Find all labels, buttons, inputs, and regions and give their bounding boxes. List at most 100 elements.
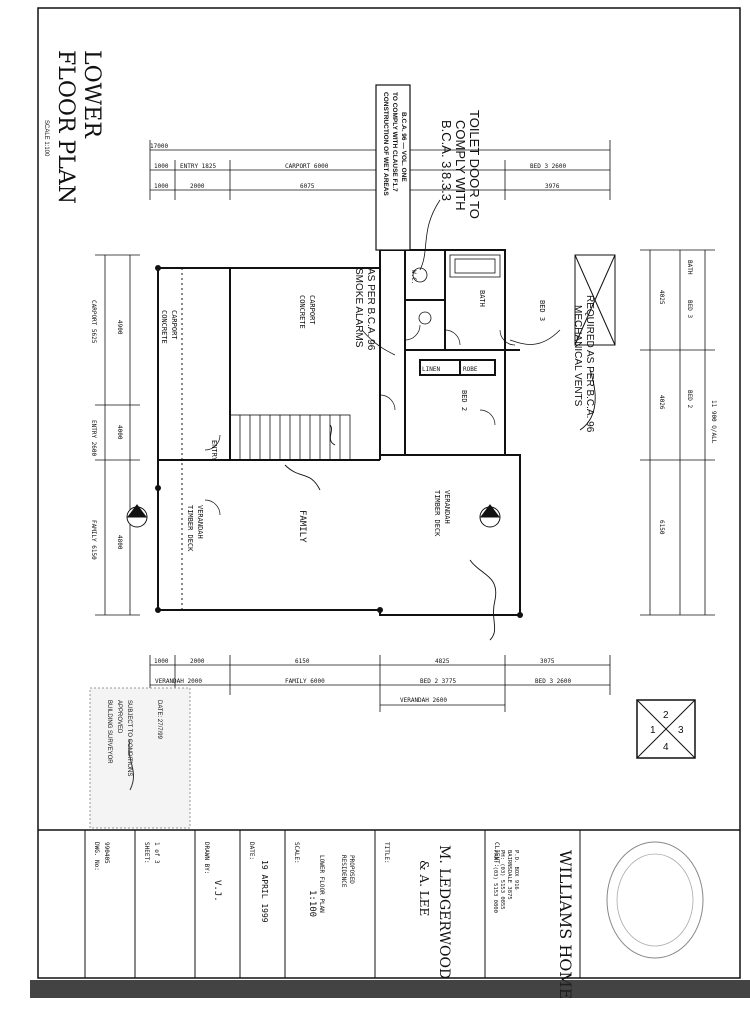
- tb-drawing-title: LOWER FLOOR PLAN: [318, 855, 325, 913]
- tb-dwg-label: DWG. No:: [93, 842, 100, 871]
- dim-left-3: FAMILY 6150: [90, 520, 97, 560]
- dim-top-sub-1: 1000: [154, 183, 169, 190]
- note-toilet-leader: [419, 199, 441, 271]
- svg-text:AS PER B.C.A. 96: AS PER B.C.A. 96: [365, 268, 376, 351]
- room-verandah2-sub: TIMBER DECK: [433, 490, 441, 537]
- tb-project-1: PROPOSED: [348, 855, 355, 884]
- room-verandah-sub: TIMBER DECK: [186, 505, 194, 552]
- bed3-roof-hatch: [574, 254, 616, 346]
- bath-fixtures: [412, 254, 501, 325]
- sheet-border: [37, 7, 741, 979]
- room-verandah-label: VERANDAH: [196, 505, 204, 539]
- dim-top-sub-4: 3976: [545, 183, 560, 190]
- dim-bottom-sub-4: BED 3 2600: [535, 678, 572, 685]
- dim-right-6: 6150: [658, 520, 665, 535]
- svg-text:SMOKE ALARMS: SMOKE ALARMS: [353, 268, 364, 348]
- title-block: SHEET: 1 of 3 DWG. No: 990405 DRAWN BY: …: [84, 830, 704, 1010]
- dim-right-4: 4025: [658, 290, 665, 305]
- tb-client-2: & A. LEE: [417, 860, 431, 916]
- tb-scale: 1:100: [307, 890, 317, 917]
- tb-date-label: DATE:: [248, 842, 255, 860]
- svg-text:DATE: 27/7/99: DATE: 27/7/99: [156, 700, 162, 740]
- dim-overall-top: 17000: [150, 143, 168, 150]
- note-wet-areas-box: CONSTRUCTION OF WET AREAS TO COMPLY WITH…: [375, 84, 411, 251]
- note-mech-leader: [509, 329, 561, 345]
- dim-bottom-seg-4: 4825: [435, 658, 450, 665]
- svg-text:4: 4: [663, 742, 669, 753]
- svg-text:SUBJECT TO CONDITIONS: SUBJECT TO CONDITIONS: [126, 700, 132, 776]
- dim-bottom-seg-1: 1000: [154, 658, 169, 665]
- right-dimension-lines: [640, 249, 715, 616]
- room-entry-label: ENTRY: [210, 440, 218, 462]
- dim-right-1: BATH: [686, 260, 693, 275]
- tb-title-label: TITLE:: [383, 842, 390, 864]
- svg-text:FLOOR PLAN: FLOOR PLAN: [53, 50, 78, 204]
- tb-address-1: P.O. BOX 916: [513, 850, 519, 890]
- svg-text:TOILET DOOR TO: TOILET DOOR TO: [467, 110, 482, 219]
- svg-text:TO COMPLY WITH CLAUSE F1.7: TO COMPLY WITH CLAUSE F1.7: [391, 92, 398, 192]
- tb-company: WILLIAMS HOMES: [556, 850, 575, 1010]
- plan-walls: [157, 249, 521, 616]
- company-seal-inner: [616, 853, 694, 947]
- room-carport2-sub: CONCRETE: [298, 295, 306, 329]
- dim-bottom-verandah: VERANDAH 2600: [400, 697, 447, 704]
- tb-drawn: V.J.: [212, 880, 222, 902]
- company-seal: [606, 841, 704, 959]
- dim-left-1: CARPORT 5625: [90, 300, 97, 344]
- sheet-title: LOWER FLOOR PLAN SCALE 1:100: [43, 50, 104, 204]
- dim-right-5: 4026: [658, 395, 665, 410]
- quadrant-key: 1 2 3 4: [636, 699, 696, 759]
- dim-top-seg-1: 1000: [154, 163, 169, 170]
- dim-left-5: 4000: [116, 425, 123, 440]
- svg-text:REQUIRED AS PER B.C.A. 96: REQUIRED AS PER B.C.A. 96: [584, 295, 595, 433]
- room-bed3-label: BED 3: [538, 300, 546, 321]
- svg-text:3: 3: [678, 725, 684, 736]
- tb-address-2: BAIRNSDALE 3875: [506, 850, 512, 900]
- room-carport-sub: CONCRETE: [160, 310, 168, 344]
- dim-bottom-seg-2: 2000: [190, 658, 205, 665]
- tb-scale-label: SCALE:: [293, 842, 300, 864]
- room-bed2-label: BED 2: [460, 390, 468, 411]
- tb-client-1: M. LEDGERWOOD: [436, 845, 452, 979]
- section-marker-right: [479, 504, 501, 528]
- left-dimension-lines: [95, 254, 140, 616]
- section-marker-left: [126, 504, 148, 528]
- room-robe-label: ROBE: [463, 366, 478, 373]
- svg-text:SCALE 1:100: SCALE 1:100: [43, 120, 49, 157]
- dim-left-2: ENTRY 2600: [90, 420, 97, 457]
- dim-bottom-seg-5: 3075: [540, 658, 555, 665]
- pen-annotations: [284, 369, 596, 641]
- dim-right-overall: 11 900 O/ALL: [710, 400, 717, 444]
- tb-sheet: 1 of 3: [153, 842, 160, 864]
- svg-text:CONSTRUCTION OF WET AREAS: CONSTRUCTION OF WET AREAS: [382, 92, 389, 196]
- svg-text:B.C.A. 3.8.3.3: B.C.A. 3.8.3.3: [439, 120, 454, 201]
- svg-text:LOWER: LOWER: [79, 50, 104, 139]
- tb-drawn-label: DRAWN BY:: [203, 842, 210, 875]
- room-linen-label: LINEN: [422, 366, 440, 373]
- carport-columns: [157, 268, 183, 610]
- svg-text:APPROVED: APPROVED: [116, 700, 122, 734]
- tb-client-label: CLIENT:: [493, 842, 500, 867]
- dim-top-seg-3: CARPORT 6000: [285, 163, 329, 170]
- dim-bottom-sub-1: VERANDAH 2000: [155, 678, 202, 685]
- note-smoke-alarms: SMOKE ALARMS AS PER B.C.A. 96: [353, 268, 376, 351]
- dim-top-sub-3: 6075: [300, 183, 315, 190]
- svg-text:2: 2: [663, 710, 669, 721]
- stairs: [229, 414, 351, 461]
- scan-margin: [30, 998, 750, 1026]
- dim-left-4: 4900: [116, 320, 123, 335]
- dim-top-sub-2: 2000: [190, 183, 205, 190]
- scan-edge-band: [30, 980, 750, 998]
- room-bath-label: BATH: [478, 290, 486, 307]
- room-wc-label: W.C.: [410, 270, 417, 284]
- stamp-signature: [128, 739, 135, 791]
- svg-text:BUILDING SURVEYOR: BUILDING SURVEYOR: [106, 700, 112, 764]
- dim-bottom-sub-2: FAMILY 6000: [285, 678, 325, 685]
- note-mech-vents: MECHANICAL VENTS REQUIRED AS PER B.C.A. …: [572, 295, 595, 433]
- room-verandah2-label: VERANDAH: [443, 490, 451, 524]
- dim-left-6: 4800: [116, 535, 123, 550]
- tb-project-2: RESIDENCE: [340, 855, 347, 888]
- room-carport2-label: CARPORT: [308, 295, 316, 325]
